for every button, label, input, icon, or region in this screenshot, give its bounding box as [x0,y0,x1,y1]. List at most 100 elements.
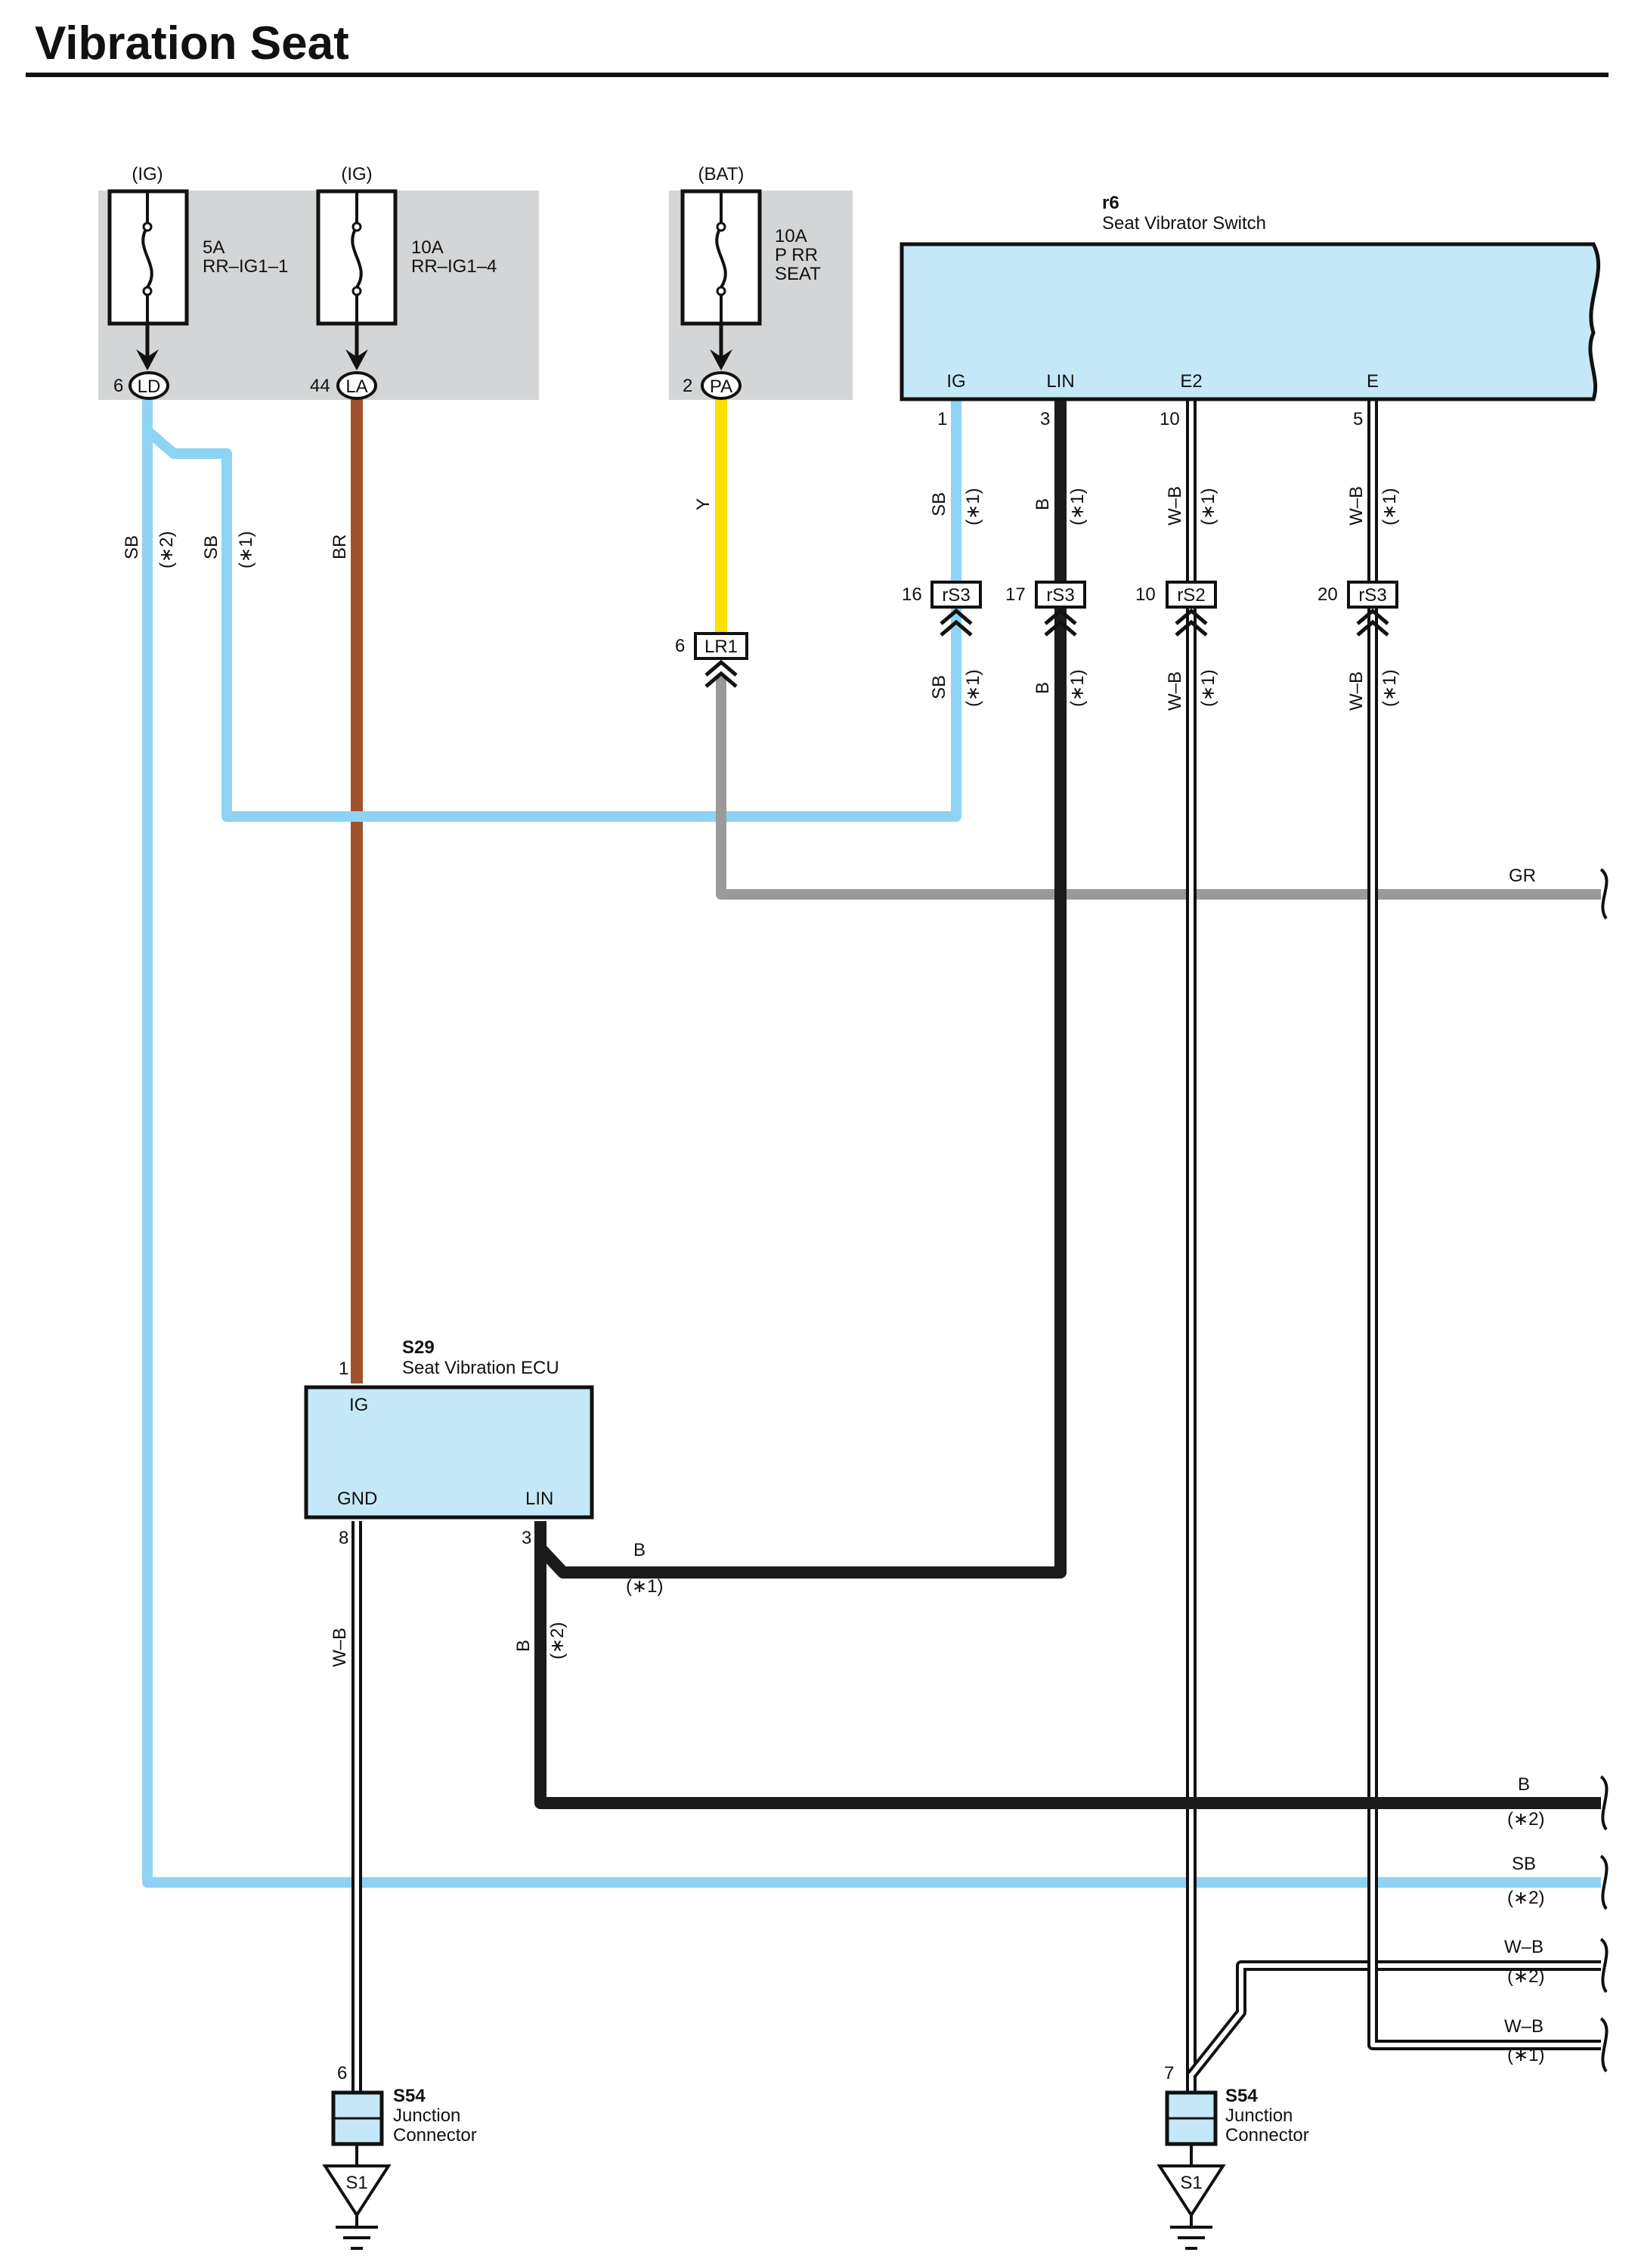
wire-label: B [1033,682,1053,694]
junction-code: S54 [1225,2086,1258,2106]
wire-label: SB [122,535,142,559]
wire-label: Y [693,498,714,510]
wire-label: B [633,1540,646,1560]
connector-pin: 16 [902,584,922,605]
fuse-pin: 2 [683,376,692,396]
wire-color-labels: SB (∗2) SB (∗1) BR Y SB (∗1) B (∗1) W–B … [122,486,1400,1667]
junction-connector-left: 6 S54 Junction Connector S1 [322,2063,477,2250]
connector-pin: 6 [337,2063,347,2084]
component-code: S29 [402,1337,435,1358]
terminal-pin: 8 [339,1528,348,1548]
terminal-pin: 1 [339,1359,348,1379]
wire-wb-branch-fill [1189,1963,1601,2077]
connector-pa [701,371,742,400]
chevron-up-icon [1356,608,1389,637]
wire-label: W–B [1504,1937,1544,1957]
wire-sb-2 [142,399,1601,1888]
terminal-label: LIN [525,1489,553,1509]
terminal-label: LIN [1046,371,1074,392]
wire-note: (∗2) [156,531,177,569]
junction-name: Connector [1225,2125,1309,2146]
terminal-pin: 1 [937,409,947,429]
wire-b-1 [534,399,1067,1579]
fuse-rating: 10A [775,226,807,246]
fuse-pin: 44 [310,376,330,396]
wire-label: W–B [1165,671,1185,711]
wire-label: B [513,1640,534,1652]
wire-note: (∗1) [1198,488,1218,525]
fuse-pin: 6 [113,376,123,396]
wire-note: (∗1) [626,1576,663,1597]
terminal-pin: 10 [1160,409,1180,429]
connector-la [336,371,377,400]
component-name: Seat Vibrator Switch [1102,213,1266,234]
fuse-icon [715,225,727,289]
connector-label: rS2 [1177,585,1205,606]
wire-note: (∗2) [547,1622,568,1659]
fuse-source: (BAT) [698,164,745,184]
connector-rs2-10: 10 rS2 [1135,581,1217,637]
arrow-down-icon [136,349,159,370]
fuse-name: P RR [775,245,818,265]
wire-note: (∗1) [963,488,983,525]
connector-lr1-6: 6 LR1 [675,632,748,688]
fuse-p-rr-seat: (BAT) 10A P RR SEAT 2 PA [680,164,821,400]
wire-label: BR [330,534,350,559]
component-body [900,242,1601,401]
connector-label: rS3 [1358,585,1386,606]
break-icon [1599,2017,1609,2073]
component-body [304,1385,594,1520]
right-exits: GR B (∗2) SB (∗2) W–B (∗2) W–B (∗1) [1504,866,1609,2073]
title-underline [26,73,1609,77]
ground-icon [1157,2164,1226,2218]
wire-label: W–B [1504,2016,1544,2037]
wire-label: W–B [330,1628,350,1667]
wire-note: (∗2) [1507,1809,1544,1830]
terminal-label: E [1367,371,1379,392]
wire-label: SB [1512,1854,1536,1874]
wire-note: (∗1) [1507,2045,1544,2065]
connector-rs3-16: 16 rS3 [902,581,982,637]
fuse-name-2: SEAT [775,264,821,284]
wire-label: SB [929,492,949,516]
wire-note: (∗1) [1379,670,1400,707]
seat-vibrator-switch: r6 Seat Vibrator Switch IG LIN E2 E 1 3 … [900,193,1601,429]
wires [142,399,1601,2093]
wire-note: (∗1) [1067,488,1088,525]
terminal-pin: 5 [1353,409,1363,429]
break-icon [1599,1775,1609,1831]
connector-pin: 6 [675,636,685,656]
wire-label: SB [929,675,949,699]
wire-label: W–B [1165,486,1185,525]
junction-connector-right: 7 S54 Junction Connector S1 [1157,2063,1309,2250]
wire-wb-e-fill [1370,399,1601,2047]
arrow-down-icon [710,349,732,370]
fuse-source: (IG) [132,164,163,184]
wire-label: W–B [1346,671,1367,711]
fuse-rating: 5A [203,237,224,258]
junction-name: Junction [393,2105,460,2126]
connector-rs3-20: 20 rS3 [1318,581,1398,637]
wire-note: (∗1) [1198,670,1218,707]
seat-vibration-ecu: S29 Seat Vibration ECU 1 IG GND LIN 8 3 [304,1337,594,1548]
fuse-icon [351,225,363,289]
terminal-label: GND [337,1489,377,1509]
terminal-label: IG [946,371,965,392]
wire-note: (∗2) [1507,1888,1544,1908]
fuse-source: (IG) [341,164,372,184]
connector-rs3-17: 17 rS3 [1005,581,1086,637]
wire-note: (∗1) [963,670,983,707]
break-icon [1599,1854,1609,1910]
component-code: r6 [1102,193,1119,213]
ground-icon [322,2164,392,2218]
junction-code: S54 [393,2086,426,2106]
chevron-up-icon [704,659,738,688]
connector-label: LA [345,376,367,397]
junction-name: Connector [393,2125,477,2146]
fuse-rr-ig1-4: (IG) 10A RR–IG1–4 44 LA [310,164,497,400]
wire-b-2 [534,1521,1601,1809]
wire-gr [716,677,1601,900]
connector-pin: 10 [1135,584,1156,605]
connector-ld [129,371,169,400]
